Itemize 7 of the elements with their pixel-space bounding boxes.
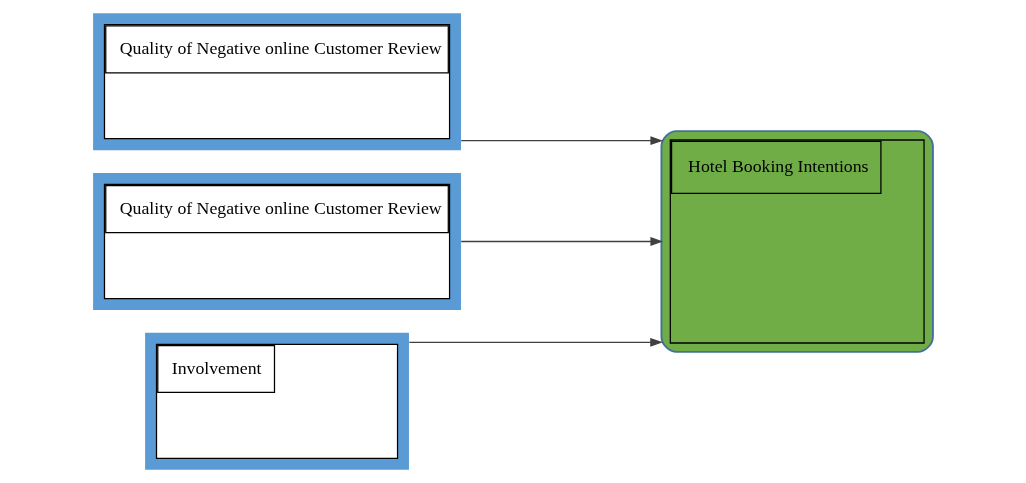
arrow <box>408 337 663 347</box>
node-box: Quality of Negative online Customer Review <box>93 13 461 151</box>
node-box: Quality of Negative online Customer Review <box>93 173 461 310</box>
node-box: Involvement <box>145 332 409 470</box>
node-box: Hotel Booking Intentions <box>660 130 934 353</box>
arrow <box>460 136 664 146</box>
arrow <box>460 237 664 246</box>
